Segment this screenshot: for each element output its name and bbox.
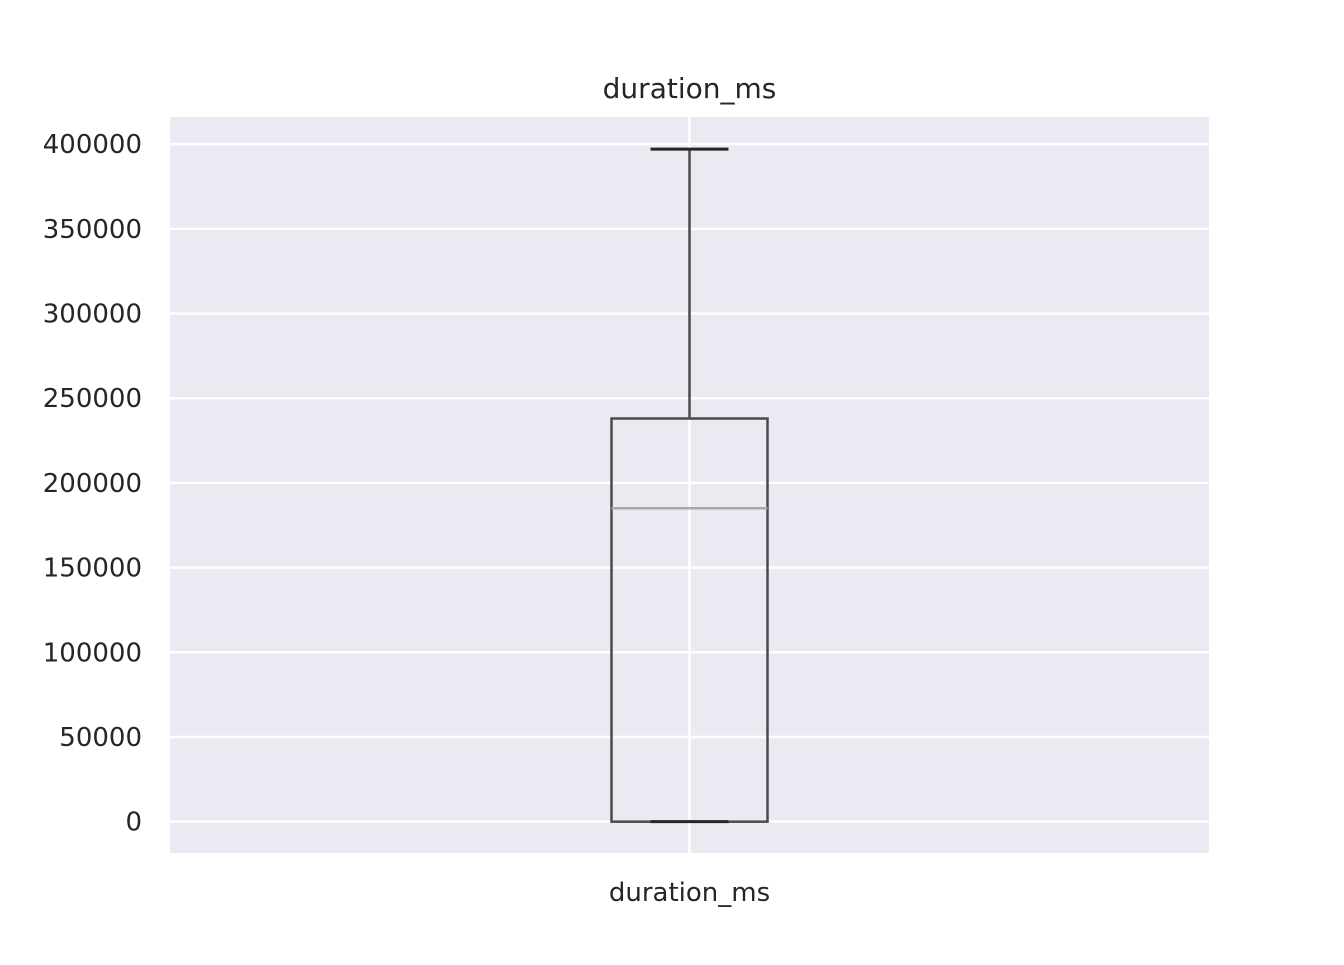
y-tick-label: 200000 [43, 469, 142, 499]
y-tick-label: 400000 [43, 130, 142, 160]
y-tick-label: 100000 [43, 638, 142, 668]
x-tick-label: duration_ms [609, 878, 770, 908]
y-tick-label: 300000 [43, 299, 142, 329]
y-tick-label: 50000 [59, 723, 142, 753]
y-tick-label: 0 [125, 808, 142, 838]
x-axis-ticks: duration_ms [609, 878, 770, 908]
box-layer [610, 147, 769, 824]
y-axis-ticks: 0 50000 100000 150000 200000 250000 300000 3500… [43, 130, 142, 838]
y-tick-label: 250000 [43, 384, 142, 414]
y-tick-label: 150000 [43, 554, 142, 584]
chart-title: duration_ms [603, 72, 777, 105]
y-tick-label: 350000 [43, 215, 142, 245]
